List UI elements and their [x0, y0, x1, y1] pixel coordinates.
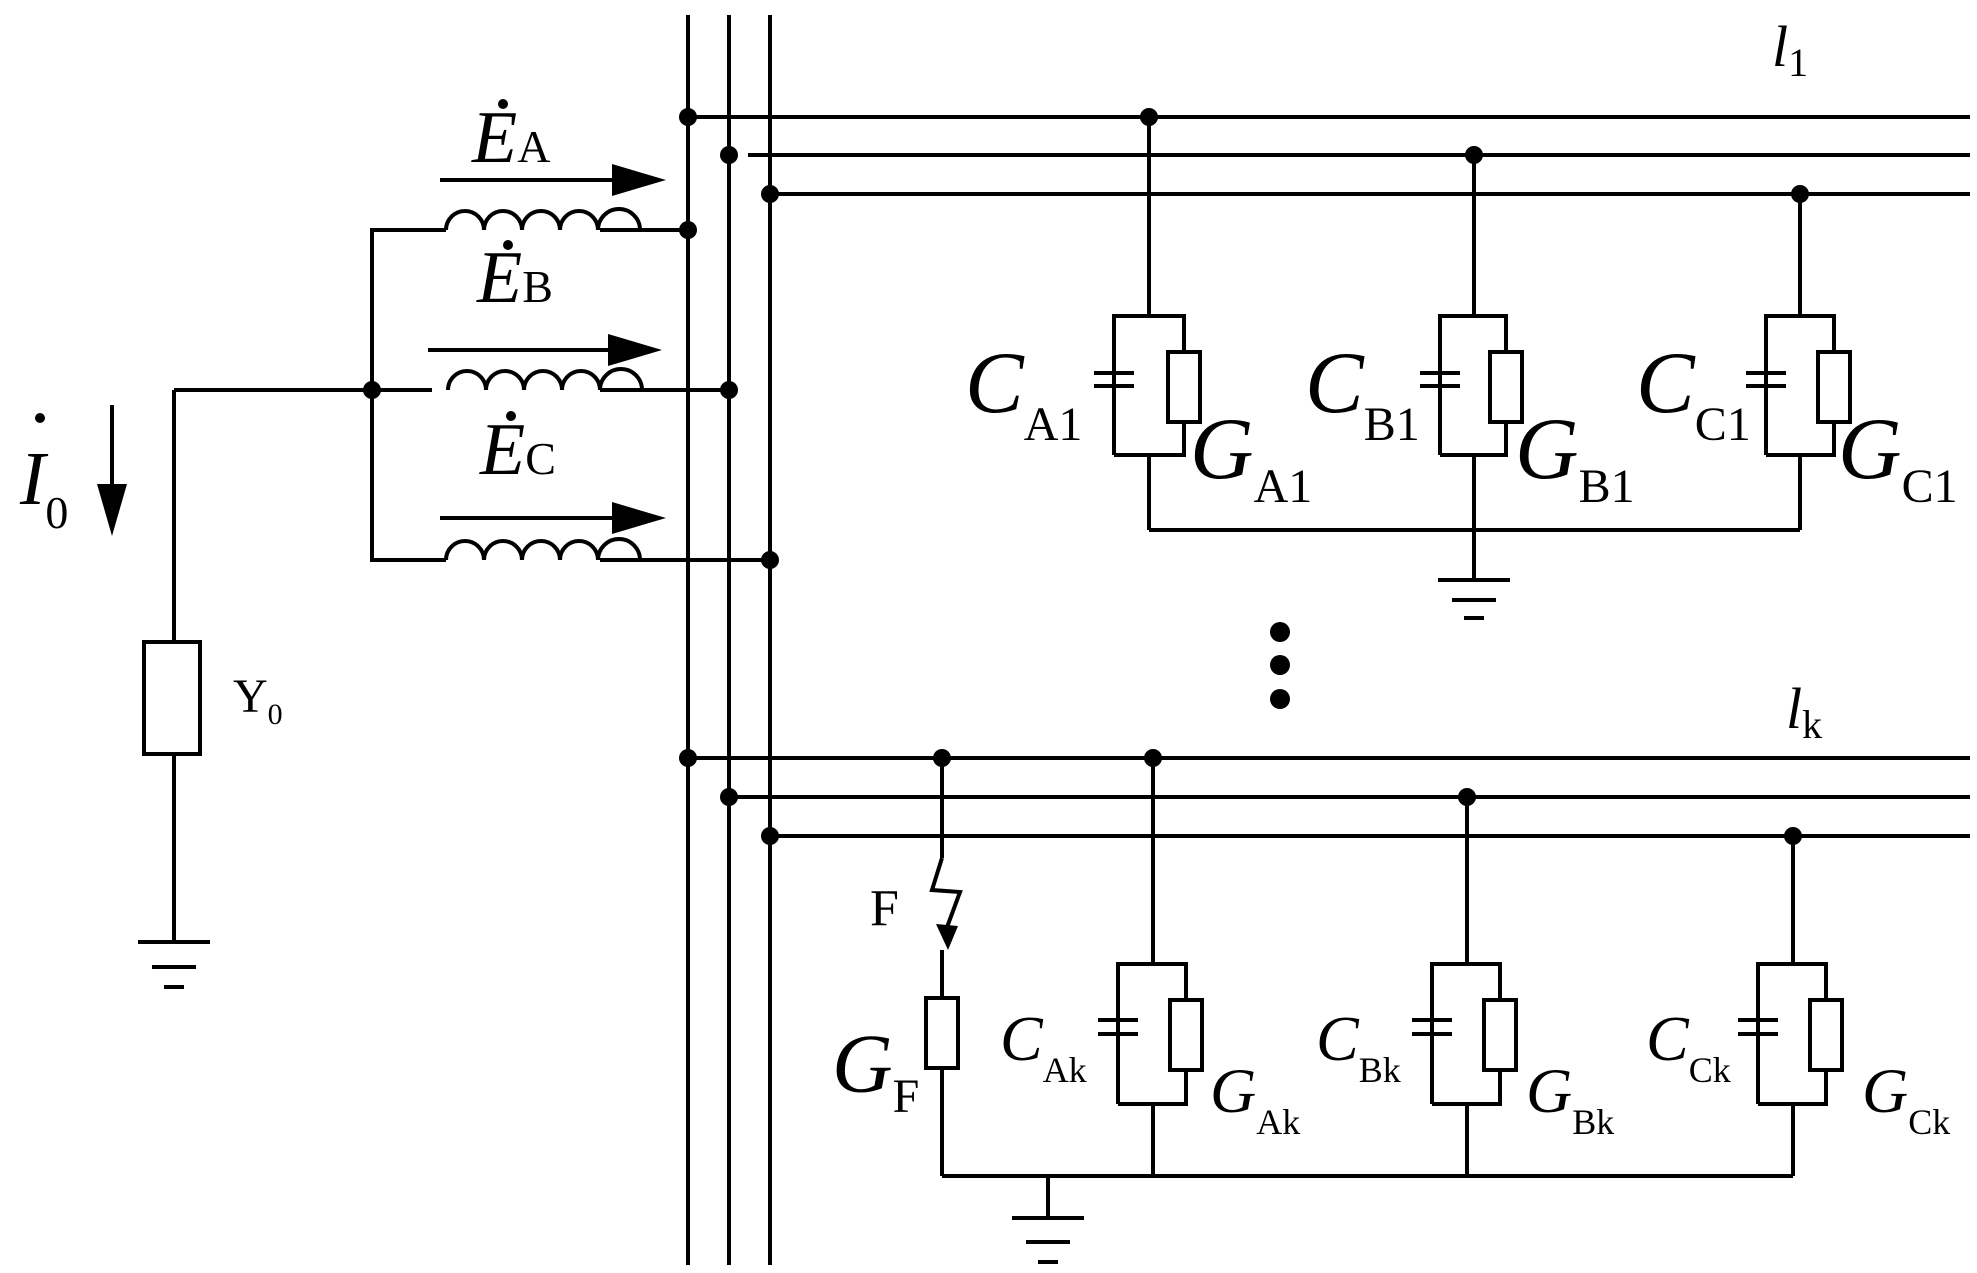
junction-dot: [720, 381, 738, 399]
conductance-b1-box: [1488, 350, 1524, 424]
label-lk: lk: [1786, 676, 1822, 747]
junction-dot: [720, 788, 738, 806]
branch-bk: [1412, 788, 1518, 1176]
label-cb1: CB1: [1305, 335, 1420, 451]
junction-dot: [363, 381, 381, 399]
conductance-ck-box: [1808, 998, 1844, 1072]
derivative-dot: [35, 413, 45, 423]
inductor-c: [444, 537, 642, 561]
label-ec: EC: [479, 409, 556, 491]
label-y0: Y0: [233, 670, 283, 731]
label-ga1: GA1: [1190, 401, 1312, 513]
label-gf: GF: [832, 1018, 919, 1123]
junction-dot: [679, 108, 697, 126]
label-fault: F: [870, 880, 899, 937]
source-section: [97, 164, 779, 989]
line-1-section: [679, 108, 1970, 620]
conductance-bk-box: [1482, 998, 1518, 1072]
label-gb1: GB1: [1515, 401, 1635, 513]
label-cbk: CBk: [1316, 1003, 1401, 1090]
line-k-section: [679, 749, 1970, 1264]
conductance-c1-box: [1816, 350, 1852, 424]
label-i0: I0: [19, 437, 68, 538]
derivative-dot: [506, 411, 516, 421]
ellipsis-dots: [1270, 622, 1290, 709]
junction-dot: [761, 551, 779, 569]
branch-c1: [1746, 185, 1852, 530]
current-arrow-head-icon: [97, 484, 127, 536]
derivative-dot: [503, 240, 513, 250]
label-cc1: CC1: [1636, 335, 1751, 451]
conductance-a1-box: [1166, 350, 1202, 424]
fault-lightning-icon: [929, 857, 963, 931]
junction-dot: [761, 827, 779, 845]
label-gbk: GBk: [1526, 1055, 1614, 1142]
junction-dot: [761, 185, 779, 203]
branch-ak: [1098, 749, 1204, 1176]
labels: EA EB EC I0 Y0 l1 lk CA1 GA1 CB1 GB1 CC1…: [19, 14, 1958, 1142]
branch-ck: [1738, 827, 1844, 1176]
inductor-b: [446, 367, 644, 391]
y0-admittance-box: [142, 640, 202, 756]
bus-bars: [686, 15, 772, 1265]
branch-b1: [1420, 146, 1524, 580]
label-gck: GCk: [1862, 1055, 1950, 1142]
label-ca1: CA1: [965, 335, 1082, 451]
arrow-head-icon: [612, 502, 666, 534]
fault-arrow-icon: [936, 924, 958, 950]
ground-icon: [1012, 1216, 1084, 1264]
derivative-dot: [498, 99, 508, 109]
branch-a1: [1094, 108, 1202, 530]
arrow-head-icon: [612, 164, 666, 196]
label-gc1: GC1: [1838, 401, 1958, 513]
label-gak: GAk: [1210, 1055, 1300, 1142]
label-l1: l1: [1772, 14, 1808, 85]
label-eb: EB: [476, 237, 553, 319]
inductor-a: [444, 207, 642, 231]
conductance-ak-box: [1168, 998, 1204, 1072]
fault-branch: [924, 749, 963, 1176]
junction-dot: [679, 221, 697, 239]
label-cck: CCk: [1646, 1003, 1731, 1090]
ground-icon: [1438, 578, 1510, 620]
label-cak: CAk: [1000, 1003, 1087, 1090]
junction-dot: [679, 749, 697, 767]
ground-icon: [138, 940, 210, 989]
arrow-head-icon: [608, 334, 662, 366]
junction-dot: [720, 146, 738, 164]
label-ea: EA: [471, 97, 550, 179]
fault-conductance-box: [924, 996, 960, 1070]
